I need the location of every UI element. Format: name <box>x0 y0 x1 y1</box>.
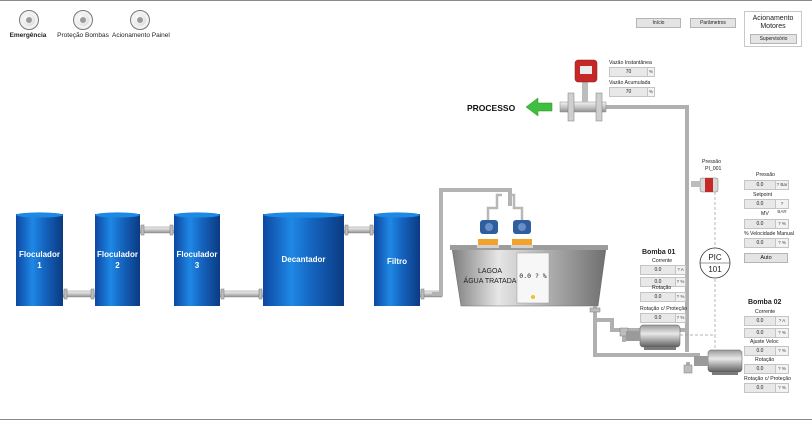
emergency-label: Emergência <box>9 32 47 39</box>
bomba-02-rotacao-label: Rotação <box>755 357 775 363</box>
bomba-02-corrente-label: Corrente <box>755 309 776 315</box>
bomba-02-rotacao-value: 0.0 <box>744 364 776 374</box>
pic-pressao-label: Pressão <box>756 172 776 178</box>
pic-setpoint-unit: ? BAR <box>775 199 789 214</box>
filtro-label: Filtro <box>387 257 407 266</box>
pic-mv-value: 0.0 <box>744 219 776 229</box>
pressure-sensor-tag: PI_001 <box>705 166 722 172</box>
pump-motor-1 <box>626 324 681 350</box>
pipe-stubs <box>589 307 693 374</box>
bomba-02-rotacao-unit: ? % <box>775 364 789 374</box>
vazao-acumulada-label: Vazão Acumulada <box>609 80 651 86</box>
bottom-divider <box>0 419 812 420</box>
bomba-02-ajuste-input[interactable]: 0.0 <box>744 346 776 356</box>
pump-motor-2 <box>694 349 743 375</box>
pump-protection-button[interactable] <box>73 10 93 30</box>
lagoa-level-readout: 0.0 ? % <box>519 272 547 280</box>
bomba-01-corrente-value: 0.0 <box>640 265 676 275</box>
agua-tratada-label: ÁGUA TRATADA <box>463 278 517 285</box>
vazao-acumulada-unit: % <box>647 87 655 97</box>
motor-activation-panel: Acionamento Motores Supervisório <box>744 11 802 47</box>
decantador-label: Decantador <box>281 255 326 264</box>
pic-setpoint-label: Setpoint <box>753 192 773 198</box>
panel-activation-button[interactable] <box>130 10 150 30</box>
bomba-01-field2-unit: ? % <box>675 277 686 287</box>
bomba-01-rotacao-value: 0.0 <box>640 292 676 302</box>
bomba-02-protecao-unit: ? % <box>775 383 789 393</box>
control-signal-lines <box>680 192 716 352</box>
filtro-tank <box>374 212 420 306</box>
floculador-1-tank <box>16 212 63 306</box>
flow-meter-body <box>559 59 607 122</box>
processo-arrow <box>525 97 553 117</box>
bomba-02-field2-unit: ? % <box>775 328 789 338</box>
inicio-button[interactable]: Início <box>636 18 681 28</box>
floculador-3-label: Floculador 3 <box>174 249 220 271</box>
floculador-3-tank <box>174 212 220 306</box>
bomba-01-rotacao-unit: ? % <box>675 292 686 302</box>
parametros-button[interactable]: Parâmetros <box>690 18 736 28</box>
processo-label: PROCESSO <box>467 103 516 113</box>
pic-setpoint-input[interactable]: 0.0 <box>744 199 776 209</box>
top-divider <box>0 0 812 1</box>
floculador-3-line1: Floculador <box>176 250 218 259</box>
pic-tag: 101 <box>708 265 722 274</box>
panel-activation-label: Acionamento Painel <box>112 32 170 39</box>
bomba-01-protecao-unit: ? % <box>675 313 686 323</box>
motor-activation-title: Acionamento Motores <box>752 15 794 30</box>
bomba-02-protecao-label: Rotação c/ Proteção <box>744 376 792 382</box>
bomba-02-protecao-value: 0.0 <box>744 383 776 393</box>
pic-manual-speed-input[interactable]: 0.0 <box>744 238 776 248</box>
vazao-instantanea-label: Vazão Instantânea <box>609 60 652 66</box>
pic-pressao-unit: ? Bar <box>775 180 789 190</box>
dosing-pump-1 <box>477 193 502 248</box>
bomba-01-protecao-value: 0.0 <box>640 313 676 323</box>
floculador-2-line2: 2 <box>115 261 120 270</box>
vazao-instantanea-unit: % <box>647 67 655 77</box>
bomba-02-corrente-unit: ? A <box>775 316 789 326</box>
pump-protection-label: Proteção Bombas <box>57 32 109 39</box>
floculador-2-label: Floculador 2 <box>95 249 140 271</box>
pipe-flanges <box>63 224 425 300</box>
pic-manual-speed-unit: ? % <box>775 238 789 248</box>
bomba-01-protecao-label: Rotação c/ Proteção <box>640 306 688 312</box>
dosing-pump-2 <box>510 193 533 248</box>
pressure-sensor-body <box>691 177 719 193</box>
floculador-2-tank <box>95 212 140 306</box>
pic-label: PIC <box>708 253 722 262</box>
pic-mv-label: MV <box>761 211 769 217</box>
floculador-1-label: Floculador 1 <box>16 249 63 271</box>
supervisorio-button[interactable]: Supervisório <box>750 34 797 44</box>
emergency-button[interactable] <box>19 10 39 30</box>
bomba-02-ajuste-label: Ajuste Veloc <box>750 339 779 345</box>
pic-pressao-value: 0.0 <box>744 180 776 190</box>
floculador-2-line1: Floculador <box>97 250 138 259</box>
floculador-1-line1: Floculador <box>19 250 60 259</box>
floculador-3-line2: 3 <box>194 261 200 270</box>
bomba-02-field2-value: 0.0 <box>744 328 776 338</box>
bomba-01-corrente-unit: ? A <box>675 265 686 275</box>
vazao-acumulada-value: 70 <box>609 87 648 97</box>
lagoa-label: LAGOA <box>477 268 503 275</box>
vazao-instantanea-value: 70 <box>609 67 648 77</box>
pic-101-controller <box>699 247 731 279</box>
floculador-1-line2: 1 <box>37 261 42 270</box>
pic-mv-unit: ? % <box>775 219 789 229</box>
pressure-sensor-label: Pressão <box>702 159 722 165</box>
bomba-02-corrente-value: 0.0 <box>744 316 776 326</box>
bomba-01-corrente-label: Corrente <box>652 258 673 264</box>
pic-auto-button[interactable]: Auto <box>744 253 788 263</box>
decantador-tank <box>263 212 344 306</box>
bomba-02-ajuste-unit: ? % <box>775 346 789 356</box>
pic-manual-speed-label: % Velocidade Manual <box>744 231 794 237</box>
bomba-02-title: Bomba 02 <box>748 299 782 306</box>
bomba-01-title: Bomba 01 <box>642 249 676 256</box>
bomba-01-rotacao-label: Rotação <box>652 285 672 291</box>
